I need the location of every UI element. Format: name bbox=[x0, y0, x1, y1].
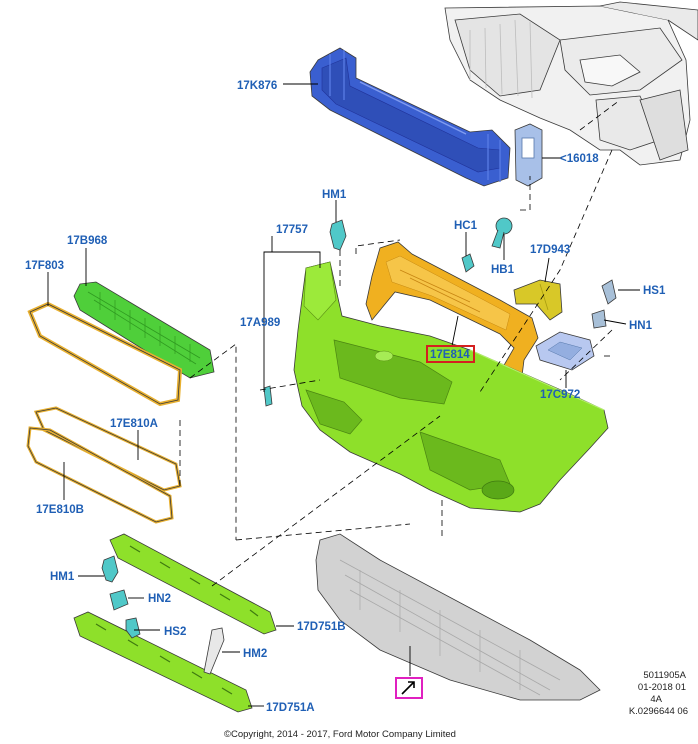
fastener-hm1-bottom[interactable] bbox=[101, 555, 119, 583]
reference-line-1: 5011905A bbox=[643, 670, 686, 681]
undershield[interactable] bbox=[315, 533, 601, 701]
bumper-reinforcement-17K876[interactable] bbox=[309, 47, 511, 187]
fastener-hb1[interactable] bbox=[491, 217, 513, 249]
bracket-17D943[interactable] bbox=[513, 279, 563, 321]
fastener-hn2[interactable] bbox=[109, 589, 129, 611]
label-17757[interactable]: 17757 bbox=[276, 224, 308, 236]
fog-lamp-bezel-17E810B[interactable] bbox=[26, 426, 174, 524]
label-hn2[interactable]: HN2 bbox=[148, 593, 171, 605]
bumper-cover-17757[interactable] bbox=[293, 261, 609, 513]
label-17F803[interactable]: 17F803 bbox=[25, 260, 64, 272]
fastener-hs1[interactable] bbox=[601, 279, 617, 305]
label-17B968[interactable]: 17B968 bbox=[67, 235, 108, 247]
reference-line-3: 4A bbox=[650, 694, 662, 705]
fastener-hn1[interactable] bbox=[591, 309, 607, 329]
label-17A989[interactable]: 17A989 bbox=[240, 317, 280, 329]
reference-line-4: K.0296644 06 bbox=[629, 706, 688, 717]
label-hs2[interactable]: HS2 bbox=[164, 626, 186, 638]
fastener-hm1-top[interactable] bbox=[329, 219, 347, 251]
label-hm1-bottom[interactable]: HM1 bbox=[50, 571, 75, 583]
highlight-box-17E814 bbox=[426, 345, 475, 363]
view-marker-icon[interactable] bbox=[395, 677, 423, 699]
label-hb1[interactable]: HB1 bbox=[491, 264, 515, 276]
lower-panel-17D751A[interactable] bbox=[73, 611, 253, 713]
bracket-17C972[interactable] bbox=[535, 331, 595, 371]
vehicle-front-context bbox=[444, 1, 698, 166]
label-hm2[interactable]: HM2 bbox=[243, 648, 267, 660]
fastener-hc1[interactable] bbox=[461, 253, 475, 273]
lower-panel-17D751B[interactable] bbox=[109, 533, 277, 635]
label-hc1[interactable]: HC1 bbox=[454, 220, 478, 232]
label-hn1[interactable]: HN1 bbox=[629, 320, 653, 332]
label-17C972[interactable]: 17C972 bbox=[540, 389, 580, 401]
label-hs1[interactable]: HS1 bbox=[643, 285, 666, 297]
label-17D751A[interactable]: 17D751A bbox=[266, 702, 315, 714]
fastener-hs2[interactable] bbox=[125, 617, 141, 639]
fog-lamp-bezel-17E810A[interactable] bbox=[33, 406, 182, 492]
leader-lines bbox=[47, 83, 640, 707]
copyright-text: ©Copyright, 2014 - 2017, Ford Motor Comp… bbox=[224, 729, 456, 740]
label-17D943[interactable]: 17D943 bbox=[530, 244, 570, 256]
label-17E814[interactable]: 17E814 bbox=[430, 349, 470, 361]
label-17E810A[interactable]: 17E810A bbox=[110, 418, 158, 430]
assembly-lines bbox=[179, 99, 621, 587]
fastener-17a989[interactable] bbox=[263, 385, 273, 407]
reference-line-2: 01-2018 01 bbox=[638, 682, 686, 693]
label-16018[interactable]: <16018 bbox=[560, 153, 599, 165]
label-17K876[interactable]: 17K876 bbox=[237, 80, 277, 92]
grille-17B968[interactable] bbox=[73, 281, 215, 379]
fastener-hm2[interactable] bbox=[203, 627, 225, 675]
bracket-16018[interactable] bbox=[514, 123, 543, 187]
label-17E810B[interactable]: 17E810B bbox=[36, 504, 84, 516]
label-hm1-top[interactable]: HM1 bbox=[322, 189, 347, 201]
label-17D751B[interactable]: 17D751B bbox=[297, 621, 346, 633]
